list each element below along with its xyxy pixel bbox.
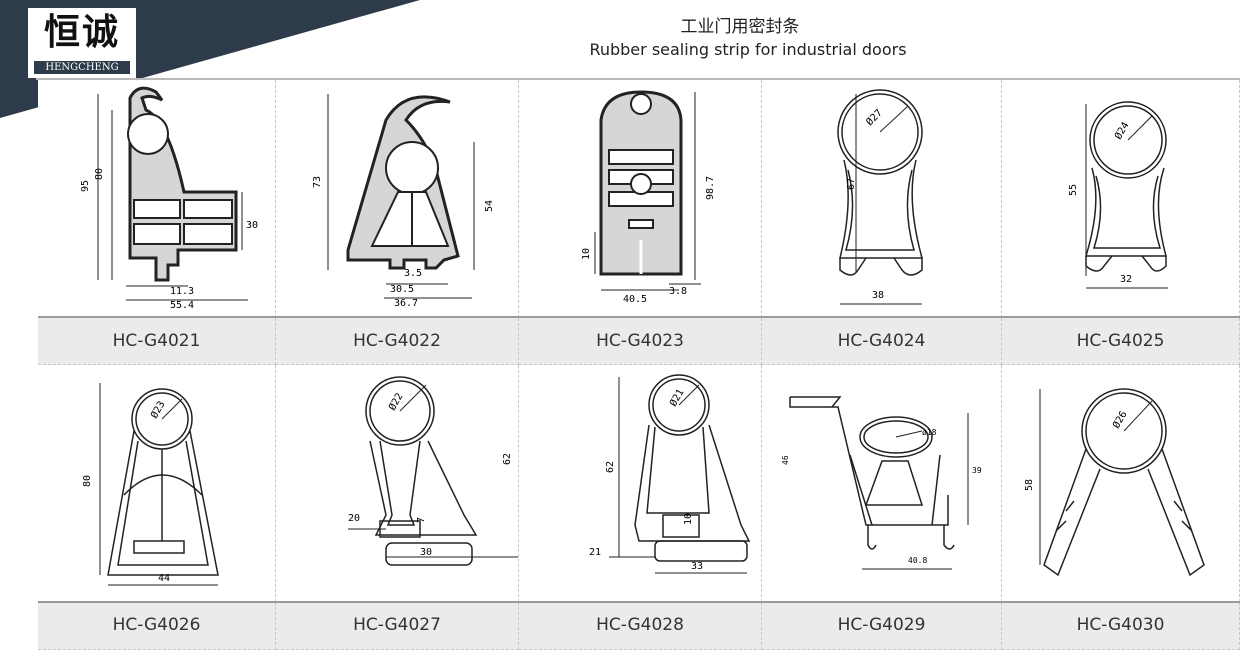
model-label: HC-G4029 xyxy=(762,602,1002,650)
row-divider xyxy=(38,601,1240,603)
dimension-label: 80 xyxy=(94,168,105,180)
page-title-english: Rubber sealing strip for industrial door… xyxy=(589,40,907,59)
drawing-cell-6: Ø23 80 44 xyxy=(38,365,276,602)
drawing-cell-5: Ø24 55 32 xyxy=(1002,80,1240,318)
profile-drawing-g4027: Ø22 62 20 7 30 xyxy=(348,375,525,566)
dimension-label: 62 xyxy=(502,453,513,465)
dimension-label: 58 xyxy=(1024,479,1035,491)
model-label: HC-G4028 xyxy=(519,602,762,650)
dimension-label: 3.8 xyxy=(669,286,687,297)
brand-logo: 恒诚 HENGCHENG xyxy=(28,8,136,78)
profile-drawing-g4030: Ø26 58 xyxy=(1024,388,1205,577)
dimension-label: Ø24 xyxy=(1112,120,1131,142)
dimension-label: 40.5 xyxy=(623,294,647,305)
dimension-label: 10 xyxy=(581,248,592,260)
dimension-label: 67 xyxy=(846,178,857,190)
dimension-label: 46 xyxy=(781,455,790,465)
dimension-label: 32 xyxy=(1120,274,1132,285)
model-label: HC-G4027 xyxy=(276,602,519,650)
dimension-label: 40.8 xyxy=(908,556,927,565)
page-title-chinese: 工业门用密封条 xyxy=(680,17,800,37)
dimension-label: 38 xyxy=(872,290,884,301)
brand-logo-english: HENGCHENG xyxy=(34,61,130,74)
dimension-label: 36.7 xyxy=(394,298,418,309)
dimension-label: 54 xyxy=(484,200,495,212)
dimension-label: 39 xyxy=(972,466,982,475)
drawing-cell-4: Ø27 67 38 xyxy=(762,80,1002,318)
drawing-cell-9: ø18 46 39 40.8 xyxy=(762,365,1002,602)
profile-drawing-g4024: Ø27 67 38 xyxy=(837,89,923,305)
dimension-label: 11.3 xyxy=(170,286,194,297)
model-label: HC-G4023 xyxy=(519,318,762,365)
dimension-label: 80 xyxy=(82,475,93,487)
product-grid: 95 80 30 11.3 55.4 73 54 xyxy=(38,80,1240,652)
drawing-cell-2: 73 54 3.5 30.5 36.7 xyxy=(276,80,519,318)
dimension-label: 62 xyxy=(605,461,616,473)
dimension-label: 33 xyxy=(691,561,703,572)
dimension-label: Ø22 xyxy=(386,391,405,413)
profile-drawing-g4023: 10 98.7 40.5 3.8 xyxy=(581,90,716,305)
drawing-cell-10: Ø26 58 xyxy=(1002,365,1240,602)
dimension-label: 55 xyxy=(1068,184,1079,196)
dimension-label: ø18 xyxy=(922,428,937,437)
dimension-label: Ø21 xyxy=(667,387,686,409)
profile-drawing-g4028: Ø21 62 21 10 33 xyxy=(589,374,751,574)
brand-logo-chinese: 恒诚 xyxy=(43,11,120,53)
drawing-cell-7: Ø22 62 20 7 30 xyxy=(276,365,525,602)
profile-drawing-g4029: ø18 46 39 40.8 xyxy=(781,396,982,570)
profile-drawing-g4022: 73 54 3.5 30.5 36.7 xyxy=(312,94,495,309)
dimension-label: 30 xyxy=(246,220,258,231)
dimension-label: 73 xyxy=(312,176,323,188)
dimension-label: 20 xyxy=(348,513,360,524)
dimension-label: 30 xyxy=(420,547,432,558)
dimension-label: Ø26 xyxy=(1110,409,1129,431)
dimension-label: 30.5 xyxy=(390,284,414,295)
model-label: HC-G4026 xyxy=(38,602,276,650)
dimension-label: 10 xyxy=(683,513,694,525)
dimension-label: Ø23 xyxy=(148,399,167,421)
dimension-label: 98.7 xyxy=(705,176,716,200)
drawing-cell-1: 95 80 30 11.3 55.4 xyxy=(38,80,276,318)
model-label: HC-G4024 xyxy=(762,318,1002,365)
dimension-label: Ø27 xyxy=(864,107,885,128)
dimension-label: 7 xyxy=(416,517,427,523)
profile-drawing-g4026: Ø23 80 44 xyxy=(82,383,219,586)
dimension-label: 95 xyxy=(80,180,91,192)
header-divider xyxy=(36,78,1240,80)
dimension-label: 3.5 xyxy=(404,268,422,279)
dimension-label: 55.4 xyxy=(170,300,194,311)
model-label: HC-G4022 xyxy=(276,318,519,365)
profile-drawing-g4021: 95 80 30 11.3 55.4 xyxy=(80,86,258,311)
model-label: HC-G4021 xyxy=(38,318,276,365)
drawing-cell-8: Ø21 62 21 10 33 xyxy=(519,365,762,602)
profile-drawing-g4025: Ø24 55 32 xyxy=(1068,101,1168,289)
dimension-label: 44 xyxy=(158,573,170,584)
model-label: HC-G4030 xyxy=(1002,602,1240,650)
model-label: HC-G4025 xyxy=(1002,318,1240,365)
row-divider xyxy=(38,316,1240,318)
dimension-label: 21 xyxy=(589,547,601,558)
drawing-cell-3: 10 98.7 40.5 3.8 xyxy=(519,80,762,318)
